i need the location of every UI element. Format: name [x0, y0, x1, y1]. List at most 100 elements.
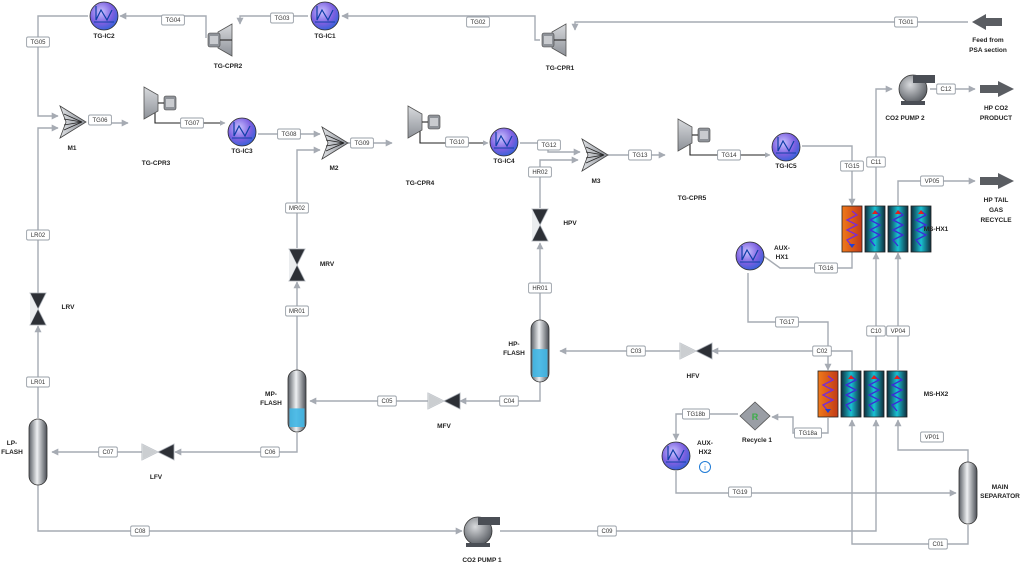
tg-ic3-exchanger[interactable] — [227, 117, 257, 147]
stream-tag-vp01[interactable]: VP01 — [920, 431, 944, 443]
stream-tag-tg06[interactable]: TG06 — [88, 114, 112, 126]
stream-tag-mr02[interactable]: MR02 — [285, 202, 309, 214]
stream-tag-c03[interactable]: C03 — [626, 345, 646, 357]
feed-arrow-icon — [972, 14, 1002, 30]
recycle-1-label: Recycle 1 — [742, 437, 772, 444]
stream-tag-vp05[interactable]: VP05 — [920, 175, 944, 187]
stream-tag-tg15[interactable]: TG15 — [840, 160, 864, 172]
tg-ic1-exchanger[interactable] — [310, 1, 340, 31]
hp-tail-gas-label-3: RECYCLE — [980, 217, 1012, 224]
stream-tag-c10[interactable]: C10 — [866, 325, 886, 337]
co2-pump-1[interactable] — [463, 516, 500, 547]
hp-flash-label-2: FLASH — [503, 350, 525, 357]
m3-mixer[interactable] — [581, 138, 609, 172]
stream-tag-c07[interactable]: C07 — [98, 446, 118, 458]
co2-pump-2[interactable] — [898, 74, 935, 105]
aux-hx2-label-1: AUX- — [697, 440, 713, 447]
tg-ic5-exchanger[interactable] — [771, 132, 801, 162]
m1-mixer[interactable] — [59, 105, 87, 139]
stream-tag-tg08[interactable]: TG08 — [277, 128, 301, 140]
stream-tag-tg07[interactable]: TG07 — [180, 117, 204, 129]
stream-tag-mr01[interactable]: MR01 — [285, 305, 309, 317]
stream-tag-tg19[interactable]: TG19 — [728, 486, 752, 498]
lp-flash-vessel[interactable] — [28, 418, 48, 486]
stream-tag-label: TG17 — [779, 320, 795, 326]
tg-cpr2-compressor[interactable] — [207, 23, 233, 57]
stream-tag-c12[interactable]: C12 — [936, 83, 956, 95]
stream-tag-label: TG03 — [274, 16, 290, 22]
lrv-label: LRV — [62, 304, 76, 311]
stream-tag-hr02[interactable]: HR02 — [528, 166, 552, 178]
stream-tag-tg05[interactable]: TG05 — [26, 36, 50, 48]
mrv-valve[interactable] — [288, 248, 306, 282]
tg-cpr5-label: TG-CPR5 — [678, 195, 707, 202]
mfv-valve[interactable] — [427, 392, 461, 410]
stream-tag-tg14[interactable]: TG14 — [717, 149, 741, 161]
stream-tag-tg02[interactable]: TG02 — [466, 16, 490, 28]
aux-hx1-label-2: HX1 — [776, 254, 789, 261]
stream-tag-label: C04 — [503, 399, 515, 405]
stream-tag-tg01[interactable]: TG01 — [894, 16, 918, 28]
stream-tag-tg12[interactable]: TG12 — [537, 139, 561, 151]
tg-ic4-exchanger[interactable] — [489, 127, 519, 157]
lrv-valve[interactable] — [29, 292, 47, 326]
lfv-valve[interactable] — [141, 443, 175, 461]
tg-cpr4-compressor[interactable] — [407, 105, 441, 139]
stream-tag-label: LR02 — [31, 233, 46, 239]
tg-cpr3-compressor[interactable] — [143, 86, 177, 120]
stream-tag-c11[interactable]: C11 — [866, 156, 886, 168]
main-separator-vessel[interactable] — [958, 461, 978, 525]
stream-tag-c01[interactable]: C01 — [928, 538, 948, 550]
tg-cpr5-compressor[interactable] — [677, 118, 711, 152]
stream-tag-c04[interactable]: C04 — [499, 395, 519, 407]
aux-hx1-exchanger[interactable] — [735, 241, 765, 271]
m2-mixer[interactable] — [321, 126, 349, 160]
stream-tag-c09[interactable]: C09 — [597, 525, 617, 537]
aux-hx2-exchanger[interactable] — [661, 441, 691, 471]
stream-tag-vp04[interactable]: VP04 — [886, 325, 910, 337]
stream-tag-tg10[interactable]: TG10 — [445, 136, 469, 148]
mfv-label: MFV — [437, 423, 451, 430]
stream-tag-tg13[interactable]: TG13 — [628, 149, 652, 161]
lp-flash-label-1: LP- — [7, 440, 17, 447]
ms-hx1-exchanger[interactable] — [841, 205, 932, 253]
stream-tag-tg18a[interactable]: TG18a — [794, 427, 822, 439]
stream-tag-label: MR02 — [289, 206, 306, 212]
stream-tag-lr01[interactable]: LR01 — [26, 376, 50, 388]
hp-co2-product-arrow-icon — [980, 81, 1014, 97]
hp-flash-vessel[interactable] — [530, 319, 550, 383]
stream-tag-c05[interactable]: C05 — [377, 395, 397, 407]
stream-tag-label: TG10 — [449, 140, 465, 146]
stream-tag-c02[interactable]: C02 — [812, 345, 832, 357]
m3-label: M3 — [591, 178, 600, 185]
hfv-valve[interactable] — [679, 342, 713, 360]
tg-cpr1-compressor[interactable] — [541, 23, 567, 57]
recycle-1-block[interactable]: R — [739, 401, 771, 431]
stream-tag-label: HR01 — [532, 286, 548, 292]
stream-tag-tg18b[interactable]: TG18b — [682, 408, 710, 420]
hfv-label: HFV — [687, 373, 701, 380]
stream-tag-label: VP01 — [925, 435, 940, 441]
ms-hx1-label: MS-HX1 — [924, 226, 949, 233]
stream-tag-label: LR01 — [31, 380, 46, 386]
tg-cpr2-label: TG-CPR2 — [214, 63, 243, 70]
stream-tag-label: C09 — [601, 529, 613, 535]
tg-ic2-exchanger[interactable] — [89, 1, 119, 31]
stream-tag-tg04[interactable]: TG04 — [161, 14, 185, 26]
feed-label-1: Feed from — [972, 37, 1004, 44]
stream-tag-tg17[interactable]: TG17 — [775, 316, 799, 328]
ms-hx2-exchanger[interactable] — [817, 370, 908, 418]
stream-tag-lr02[interactable]: LR02 — [26, 229, 50, 241]
hpv-valve[interactable] — [531, 208, 549, 242]
stream-tag-hr01[interactable]: HR01 — [528, 282, 552, 294]
stream-tag-label: TG01 — [898, 20, 914, 26]
stream-tag-tg03[interactable]: TG03 — [270, 12, 294, 24]
m2-label: M2 — [329, 165, 338, 172]
stream-tag-tg09[interactable]: TG09 — [350, 137, 374, 149]
mp-flash-vessel[interactable] — [287, 369, 307, 433]
info-icon[interactable]: i — [699, 461, 711, 473]
stream-tag-c08[interactable]: C08 — [130, 525, 150, 537]
stream-tag-c06[interactable]: C06 — [260, 446, 280, 458]
stream-tag-tg16[interactable]: TG16 — [814, 262, 838, 274]
tg-ic2-label: TG-IC2 — [93, 33, 115, 40]
